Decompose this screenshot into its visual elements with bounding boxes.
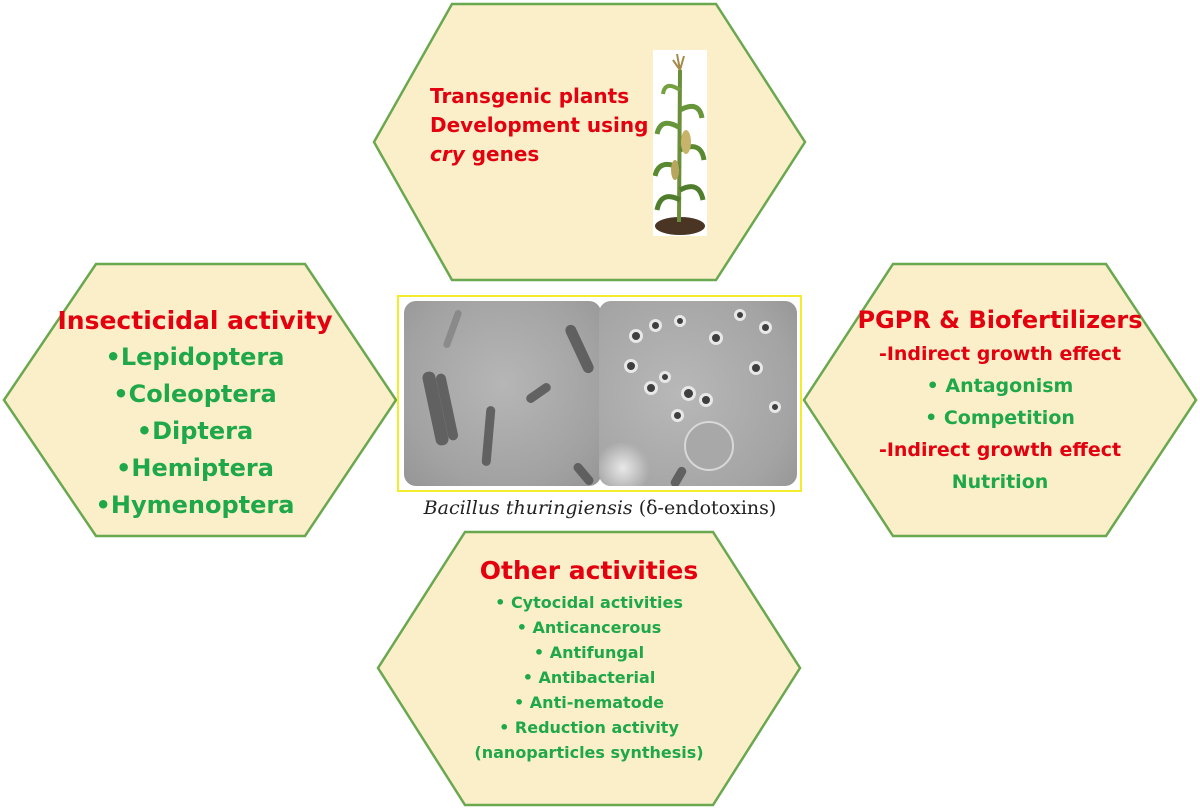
toxin-label: (δ-endotoxins) <box>633 497 777 519</box>
bottom-item: (nanoparticles synthesis) <box>414 740 764 765</box>
other-activities-title: Other activities <box>414 552 764 590</box>
left-item: •Hymenoptera <box>40 487 350 524</box>
bottom-item: • Antibacterial <box>414 665 764 690</box>
micrograph-spores-panel <box>599 301 797 486</box>
bottom-item: • Anti-nematode <box>414 690 764 715</box>
species-name: Bacillus thuringiensis <box>424 497 633 519</box>
right-item: -Indirect growth effect <box>845 338 1155 370</box>
genes-label: genes <box>465 142 540 166</box>
top-line-2: Development using <box>430 111 648 140</box>
pgpr-title: PGPR & Biofertilizers <box>845 302 1155 338</box>
cry-gene-label: cry <box>430 142 465 166</box>
right-text: PGPR & Biofertilizers -Indirect growth e… <box>845 302 1155 498</box>
bottom-item: • Cytocidal activities <box>414 590 764 615</box>
right-item: -Indirect growth effect <box>845 434 1155 466</box>
left-item: •Diptera <box>40 413 350 450</box>
bottom-text: Other activities • Cytocidal activities … <box>414 552 764 765</box>
top-line-3: cry genes <box>430 140 648 169</box>
top-text: Transgenic plants Development using cry … <box>430 82 648 169</box>
right-item: • Antagonism <box>845 370 1155 402</box>
left-item: •Lepidoptera <box>40 339 350 376</box>
bacillus-micrograph <box>397 295 802 492</box>
right-item: Nutrition <box>845 466 1155 498</box>
top-line-1: Transgenic plants <box>430 82 648 111</box>
left-item: •Coleoptera <box>40 376 350 413</box>
bottom-item: • Reduction activity <box>414 715 764 740</box>
micrograph-rods-panel <box>404 301 601 486</box>
bottom-item: • Antifungal <box>414 640 764 665</box>
bottom-item: • Anticancerous <box>414 615 764 640</box>
corn-plant-icon <box>653 50 707 236</box>
left-item: •Hemiptera <box>40 450 350 487</box>
left-text: Insecticidal activity •Lepidoptera •Cole… <box>40 302 350 524</box>
insecticidal-title: Insecticidal activity <box>40 302 350 339</box>
right-item: • Competition <box>845 402 1155 434</box>
bacillus-caption: Bacillus thuringiensis (δ-endotoxins) <box>380 497 820 519</box>
